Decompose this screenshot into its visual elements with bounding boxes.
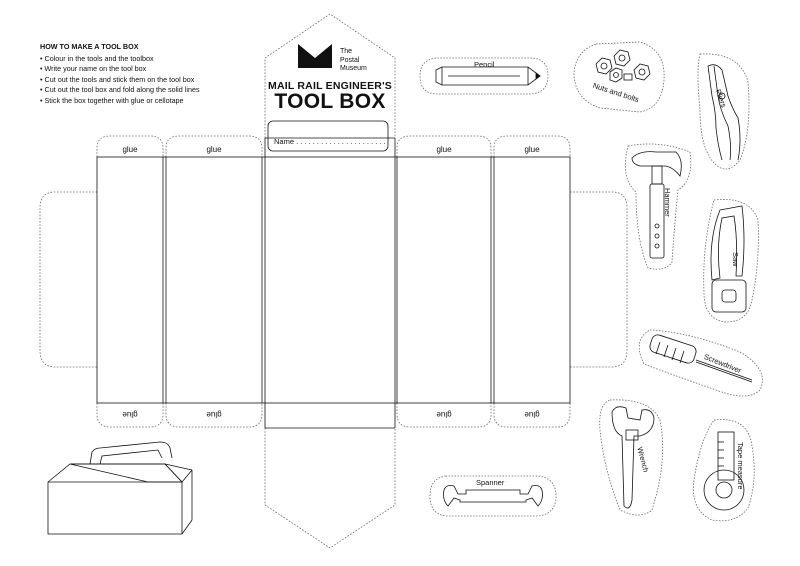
instruction-step: Cut out the tools and stick them on the … (40, 75, 270, 86)
instruction-step: Cut out the tool box and fold along the … (40, 85, 270, 96)
fold-lines (96, 137, 571, 429)
glue-flap-label: glue (206, 145, 222, 154)
tool-label-hammer: Hammer (663, 188, 672, 217)
page-title: TOOL BOX (274, 90, 386, 113)
nuts-and-bolts-icon (595, 49, 651, 83)
instructions-list: Colour in the tools and the toolbox Writ… (40, 54, 270, 107)
name-field-label: Name . . . . . . . . . . . . . . . . . .… (274, 137, 386, 146)
glue-flap-label: glue (524, 145, 540, 154)
instruction-step: Stick the box together with glue or cell… (40, 96, 270, 107)
glue-flap-label: glue (206, 410, 222, 419)
logo-line: The (340, 48, 353, 55)
hammer-icon (631, 151, 682, 259)
glue-flap-label: glue (122, 145, 138, 154)
tool-label-spanner: Spanner (476, 478, 505, 487)
name-box (267, 120, 389, 152)
glue-flap-label: glue (436, 410, 452, 419)
glue-flap-label: glue (436, 145, 452, 154)
tape-measure-icon (703, 431, 745, 511)
logo-line: Museum (340, 65, 367, 73)
instruction-step: Write your name on the tool box (40, 64, 270, 75)
pliers-icon (707, 64, 741, 161)
screwdriver-icon (649, 334, 753, 383)
museum-logo-text: The Postal Museum (340, 48, 367, 74)
glue-flap-label: glue (524, 410, 540, 419)
saw-icon (710, 205, 747, 313)
toolbox-illustration (47, 441, 193, 535)
tool-label-pencil: Pencil (474, 60, 495, 69)
wrench-icon (611, 406, 655, 509)
glue-flap-label: glue (122, 410, 138, 419)
page-subtitle: MAIL RAIL ENGINEER'S (268, 80, 392, 92)
instructions-title: HOW TO MAKE A TOOL BOX (40, 42, 139, 51)
instructions-block: HOW TO MAKE A TOOL BOX Colour in the too… (40, 42, 270, 107)
pencil-icon (435, 66, 541, 86)
tool-label-saw: Saw (731, 252, 740, 267)
postal-museum-logo-icon (298, 44, 332, 68)
logo-line: Postal (340, 56, 360, 64)
spanner-icon (443, 485, 543, 507)
tool-label-tape: Tape measure (736, 442, 745, 490)
sticker-outlines (419, 41, 763, 522)
instruction-step: Colour in the tools and the toolbox (40, 54, 270, 65)
